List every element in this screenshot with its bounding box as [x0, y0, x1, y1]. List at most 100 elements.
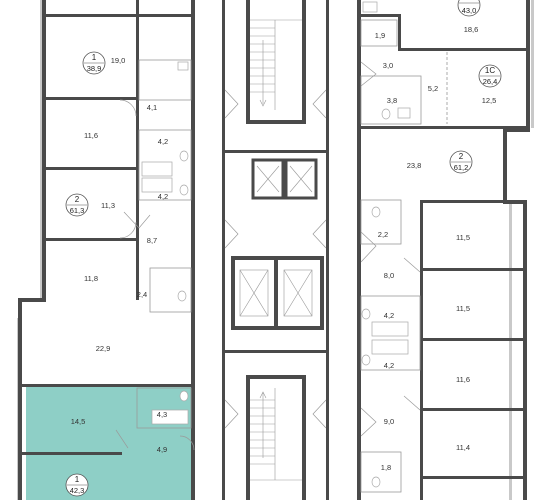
apartment-rooms: 2	[75, 195, 80, 204]
bathtub-icon	[371, 339, 409, 355]
left-outer-wall	[42, 0, 46, 300]
facade-windows-left	[40, 0, 43, 300]
sink-icon	[362, 1, 378, 13]
apartment-badge[interactable]: 1 42,3	[65, 473, 89, 497]
left-lower-wall	[18, 298, 22, 500]
apartment-area: 38,9	[87, 64, 102, 73]
room-area-label: 11,5	[456, 233, 470, 242]
highlighted-apartment[interactable]	[26, 386, 192, 500]
wc-block	[360, 199, 402, 245]
room-area-label: 14,5	[71, 417, 86, 426]
central-core	[222, 0, 329, 500]
toilet-icon	[179, 184, 189, 196]
room-area-label: 18,6	[464, 25, 479, 34]
apartment-rooms: 1С	[485, 66, 495, 75]
bathtub-icon	[141, 161, 173, 177]
room-area-label: 1,9	[375, 31, 385, 40]
wall-h	[420, 268, 523, 271]
apartment-area: 43,0	[462, 6, 477, 15]
bath-block-a	[138, 129, 192, 201]
door-swing	[123, 211, 151, 229]
stair-wall-bottom	[246, 375, 250, 500]
room-area-label: 2,2	[378, 230, 388, 239]
room-area-label: 4,3	[157, 410, 167, 419]
door-swing	[224, 89, 239, 119]
room-area-label: 4,2	[384, 311, 394, 320]
core-wall	[222, 0, 225, 500]
door-swing	[360, 407, 377, 437]
left-step-wall	[18, 298, 46, 302]
door-swing	[115, 429, 129, 449]
wall-h-6	[22, 452, 122, 455]
highlight-bath-block	[136, 387, 192, 429]
wc-block	[360, 451, 402, 493]
bath-block	[360, 75, 422, 125]
toilet-icon	[371, 476, 381, 488]
door-swing	[312, 219, 327, 249]
door-swing	[360, 231, 377, 263]
room-area-label: 11,6	[84, 131, 98, 140]
apartment-badge[interactable]: 2 61,2	[449, 150, 473, 174]
wall-h-4	[46, 238, 136, 241]
door-swing	[224, 219, 239, 249]
bathtub-icon	[151, 409, 189, 425]
apartment-area: 61,3	[70, 206, 85, 215]
apartment-badge[interactable]: 2 61,3	[65, 193, 89, 217]
toilet-icon	[179, 150, 189, 162]
door-swing	[360, 61, 377, 87]
core-wall	[225, 150, 326, 153]
door-swing	[312, 89, 327, 119]
apartment-rooms: 1	[75, 475, 80, 484]
bathtub-icon	[141, 177, 173, 193]
wall-h	[361, 126, 526, 129]
wall-h-3	[46, 167, 136, 170]
right-outer-wall	[503, 128, 507, 200]
room-area-label: 11,3	[101, 201, 115, 210]
wall-v	[420, 200, 423, 500]
right-outer-wall	[523, 200, 527, 500]
bath-block	[360, 295, 421, 371]
wc-block	[360, 19, 398, 47]
facade-windows-right	[509, 204, 512, 500]
staircase-lower	[250, 388, 302, 481]
elevator-shaft	[284, 158, 318, 200]
door-swing	[403, 395, 421, 411]
apartment-badge[interactable]: 1С 26,4	[478, 64, 502, 88]
apartment-badge[interactable]: 1 38,9	[82, 51, 106, 75]
stair-wall-top	[302, 0, 306, 124]
door-swing	[403, 257, 421, 273]
right-outer-wall-top	[526, 0, 530, 128]
room-area-label: 3,0	[383, 61, 393, 70]
door-swing	[119, 99, 137, 117]
stair-wall-bottom	[302, 375, 306, 500]
wc-block	[149, 267, 192, 313]
door-swing	[119, 221, 137, 239]
stair-wall-bottom	[246, 375, 306, 379]
room-area-label: 5,2	[428, 84, 438, 93]
toilet-icon	[361, 308, 371, 320]
room-area-label: 11,6	[456, 375, 470, 384]
room-area-label: 11,4	[456, 443, 470, 452]
room-area-label: 4,1	[147, 103, 157, 112]
staircase-upper	[250, 19, 302, 110]
wall-h	[420, 200, 503, 203]
room-area-label: 19,0	[111, 56, 126, 65]
room-area-label: 1,8	[381, 463, 391, 472]
toilet-icon	[381, 108, 391, 120]
wall-h	[398, 48, 526, 51]
apartment-badge[interactable]: 43,0	[457, 0, 481, 17]
right-wing: 43,0 1С 26,4 2 61,2 18,6 1,9 3,0 3,8 5,2…	[357, 0, 534, 500]
left-partition-wall	[136, 0, 139, 300]
right-corridor-wall	[357, 0, 361, 500]
apartment-area: 26,4	[483, 77, 498, 86]
room-area-label: 9,0	[384, 417, 394, 426]
room-area-label: 23,8	[407, 161, 422, 170]
room-area-label: 8,0	[384, 271, 394, 280]
wall-h	[420, 476, 523, 479]
wall-h	[361, 14, 401, 17]
door-swing	[312, 399, 327, 429]
wall-h	[420, 408, 523, 411]
wall-h-5	[22, 384, 195, 387]
toilet-icon	[179, 390, 189, 402]
